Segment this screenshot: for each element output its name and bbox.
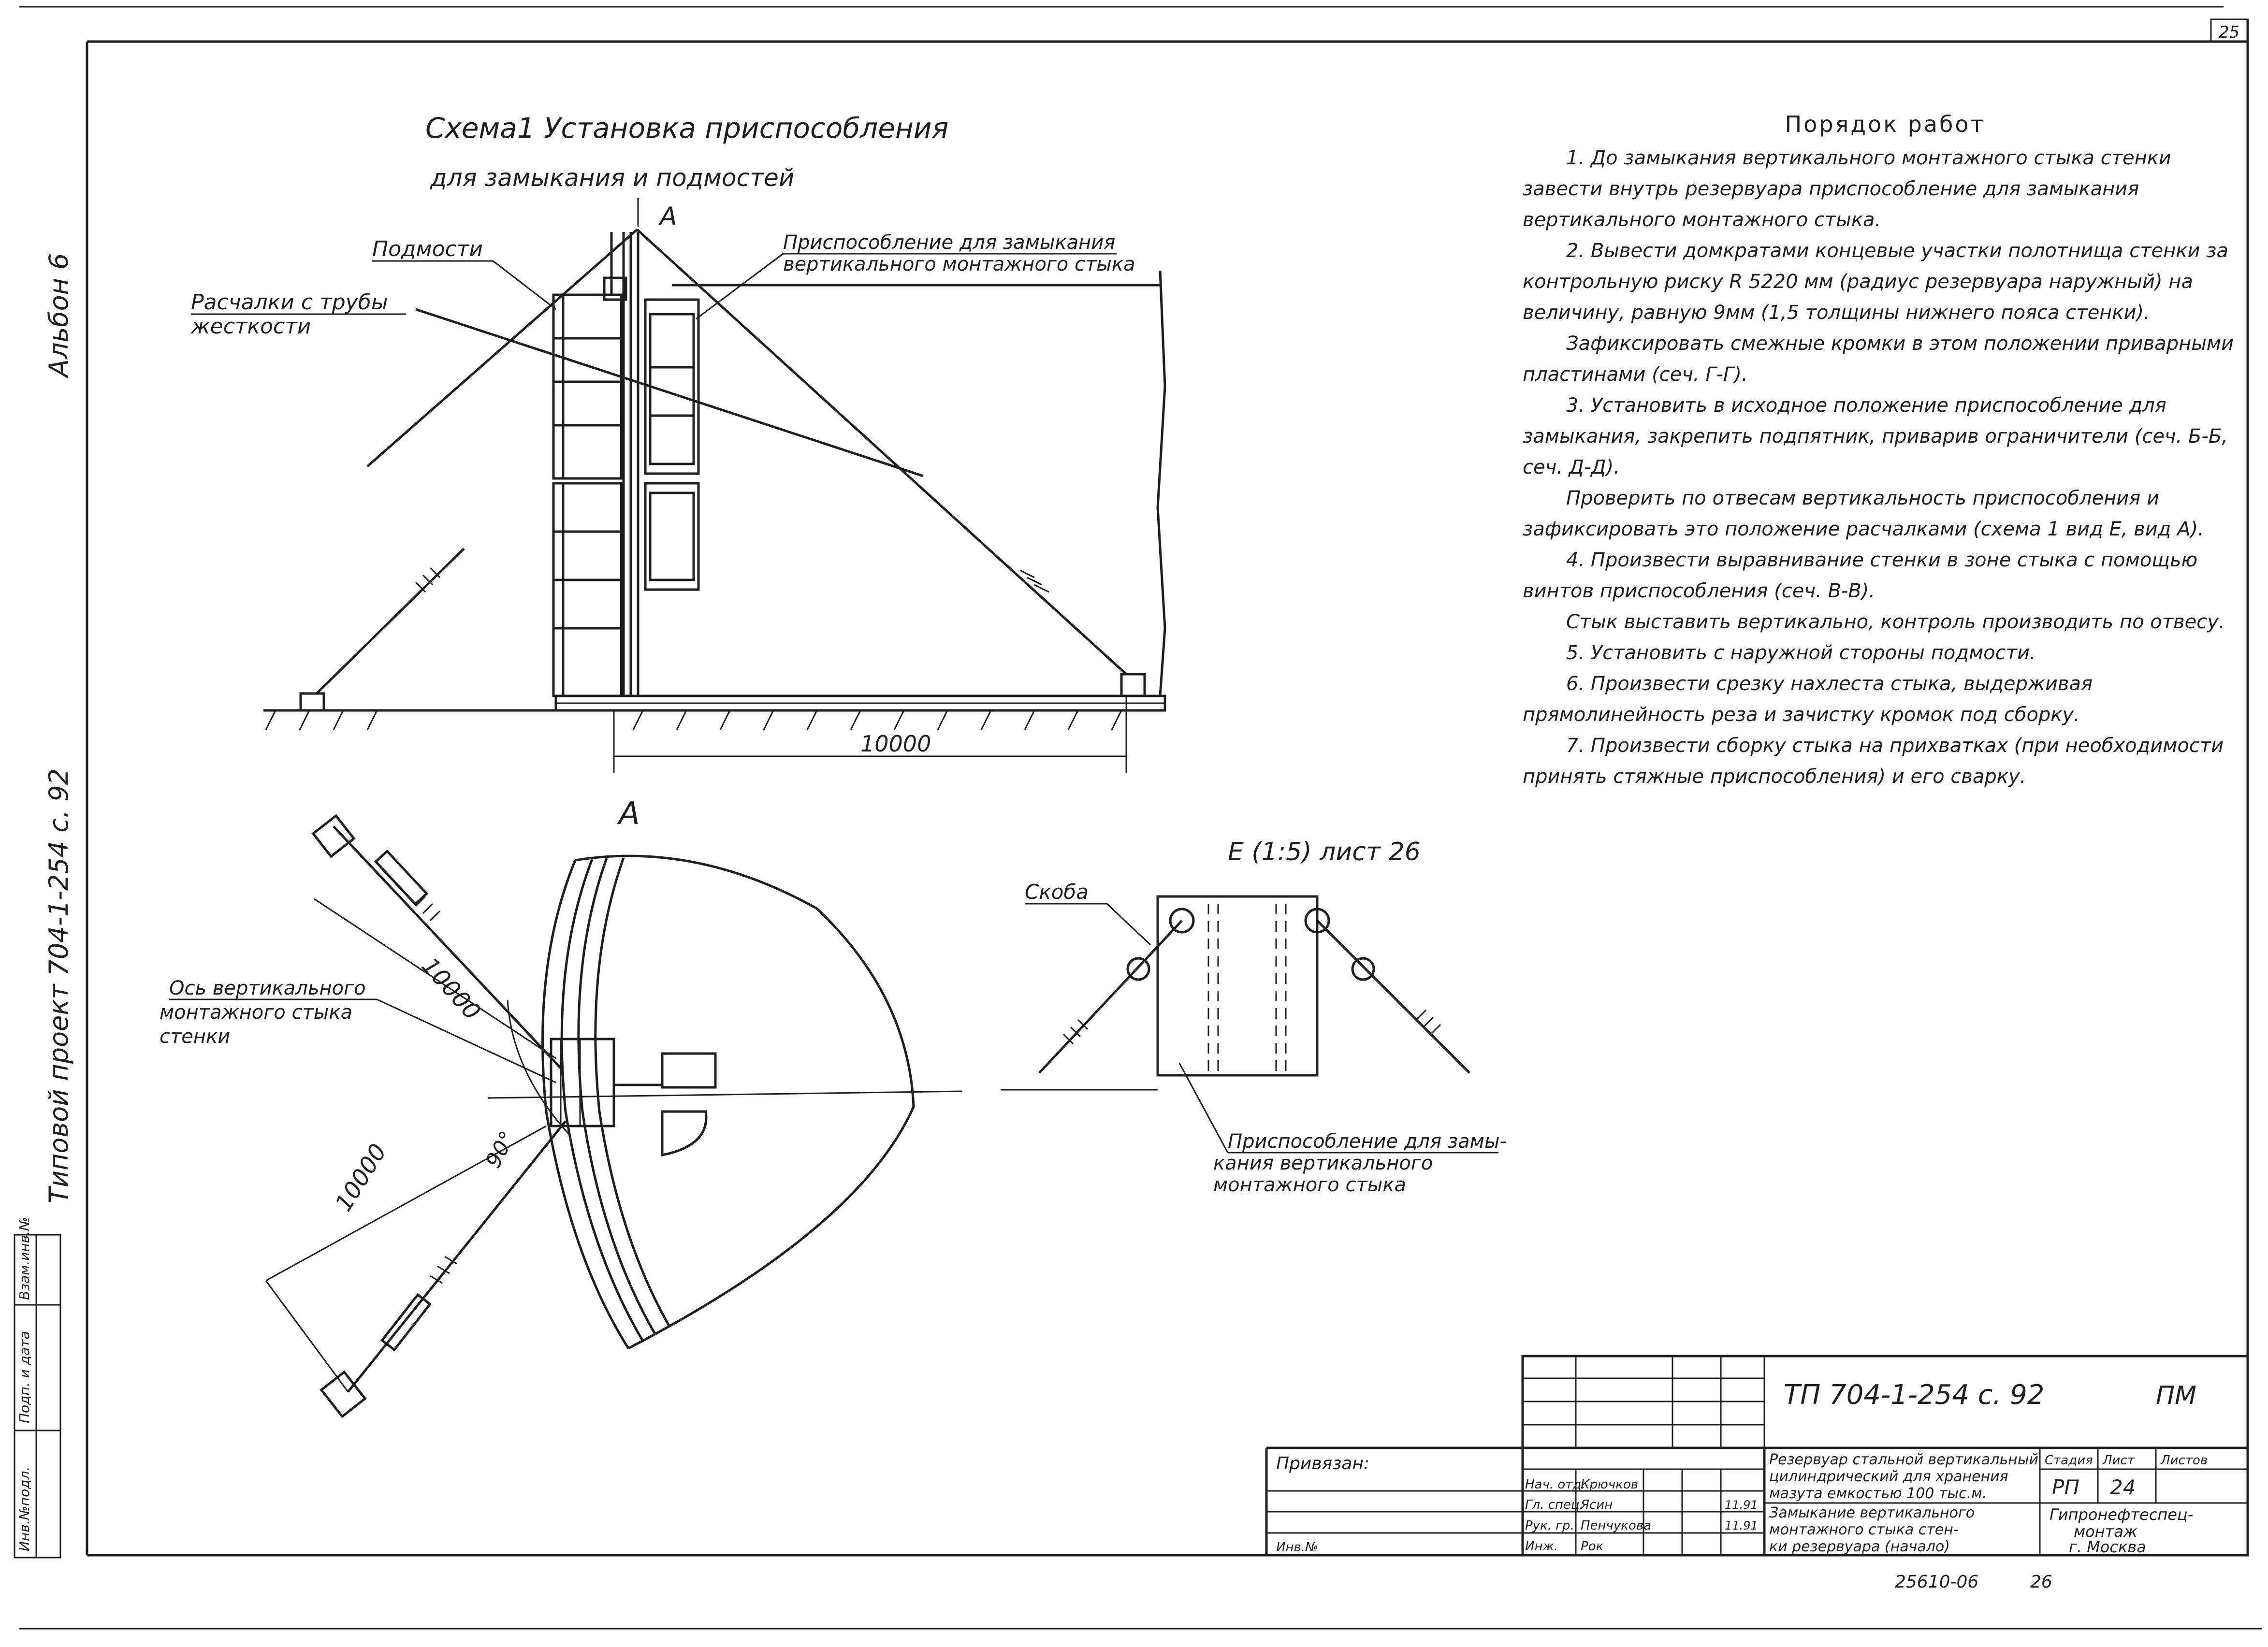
archive-sheet: 26 [2030,1572,2052,1592]
note-paragraph: 2. Вывести домкратами концевые участки п… [1523,240,2228,324]
page-number: 25 [2219,23,2239,42]
axis-label-1: Ось вертикального [169,977,366,999]
sheet-title-3: ки резервуара (начало) [1769,1538,1950,1555]
sheets-head: Листов [2160,1453,2208,1468]
label-device-1: Приспособление для замыкания [783,231,1115,254]
device-e-1: Приспособление для замы- [1228,1130,1507,1153]
note-paragraph: 7. Произвести сборку стыка на прихватках… [1523,735,2224,788]
object-3: мазута емкостью 100 тыс.м. [1769,1485,1987,1502]
sheet-title-1: Замыкание вертикального [1769,1504,1975,1521]
scheme-title: Схема1 Установка приспособления [425,112,948,144]
note-paragraph: Стык выставить вертикально, контроль про… [1566,611,2225,633]
view-e: Е (1:5) лист 26 Скоба Приспособление для… [1001,838,1507,1196]
skoba-label: Скоба [1025,880,1089,904]
axis-label-2: монтажного стыка [160,1001,352,1024]
view-a-label: А [617,796,640,832]
album-label: Альбон 6 [44,253,74,378]
project-side-title: Типовой проект 704-1-254 с. 92 [44,768,74,1203]
note-paragraph: 3. Установить в исходное положение присп… [1523,394,2228,478]
role-0: Нач. отд. [1525,1477,1585,1492]
work-order-notes: Порядок работ 1. До замыкания вертикальн… [1523,109,2248,792]
privyazan: Привязан: [1276,1454,1369,1474]
org-2: монтаж [2074,1522,2137,1541]
note-paragraph: Проверить по отвесам вертикальность прис… [1523,487,2204,540]
view-e-label: Е (1:5) лист 26 [1228,838,1421,867]
stamp-sign: Подп. и дата [16,1331,32,1423]
sheet-title-2: монтажного стыка стен- [1769,1521,1959,1538]
label-podmosti: Подмости [372,237,483,261]
doc-code: ТП 704-1-254 с. 92 [1784,1379,2044,1411]
object-1: Резервуар стальной вертикальный [1769,1451,2038,1468]
note-paragraph: 5. Установить с наружной стороны подмост… [1566,642,2036,664]
role-1: Гл. спец. [1525,1498,1584,1512]
name-0: Крючков [1581,1477,1638,1492]
note-paragraph: 4. Произвести выравнивание стенки в зоне… [1523,549,2198,602]
sheet-value: 24 [2110,1475,2136,1499]
section-a-marker: А [658,202,677,231]
name-3: Рок [1581,1539,1604,1554]
notes-title: Порядок работ [1785,111,1986,137]
archive-number: 25610-06 [1895,1572,1978,1592]
org-3: г. Москва [2069,1538,2146,1556]
inv-label: Инв.№ [1276,1540,1318,1555]
scheme-1: Схема1 Установка приспособления для замы… [190,112,1166,773]
label-rachalki: Расчалки с трубы [191,290,388,315]
device-e-3: монтажного стыка [1213,1174,1406,1196]
date-1: 11.91 [1725,1498,1758,1512]
stamp-replace: Взам.инв.№ [16,1217,32,1300]
label-rachalki-2: жесткости [190,314,311,339]
note-paragraph: 6. Произвести срезку нахлеста стыка, выд… [1523,673,2093,726]
name-1: Ясин [1580,1498,1613,1512]
note-paragraph: 1. До замыкания вертикального монтажного… [1523,147,2171,231]
note-paragraph: Зафиксировать смежные кромки в этом поло… [1523,332,2234,386]
stage-value: РП [2052,1475,2079,1499]
doc-mark: ПМ [2156,1381,2196,1410]
device-e-2: кания вертикального [1213,1152,1433,1174]
scheme-subtitle: для замыкания и подмостей [430,164,794,192]
stage-head: Стадия [2045,1453,2093,1468]
org-1: Гипронефтеспец- [2050,1505,2193,1524]
stamp-inv: Инв.№подл. [16,1467,32,1551]
object-2: цилиндрический для хранения [1769,1468,2008,1485]
scheme-dimension: 10000 [860,731,931,757]
sheet-head: Лист [2102,1453,2135,1468]
date-2: 11.91 [1725,1519,1758,1532]
role-2: Рук. гр. [1525,1518,1574,1533]
title-block: ТП 704-1-254 с. 92 ПМ Привязан: Резервуа… [1265,1355,2249,1592]
label-device-2: вертикального монтажного стыка [783,253,1135,275]
axis-label-3: стенки [160,1026,230,1048]
role-3: Инж. [1525,1539,1558,1554]
name-2: Пенчукова [1581,1518,1651,1533]
